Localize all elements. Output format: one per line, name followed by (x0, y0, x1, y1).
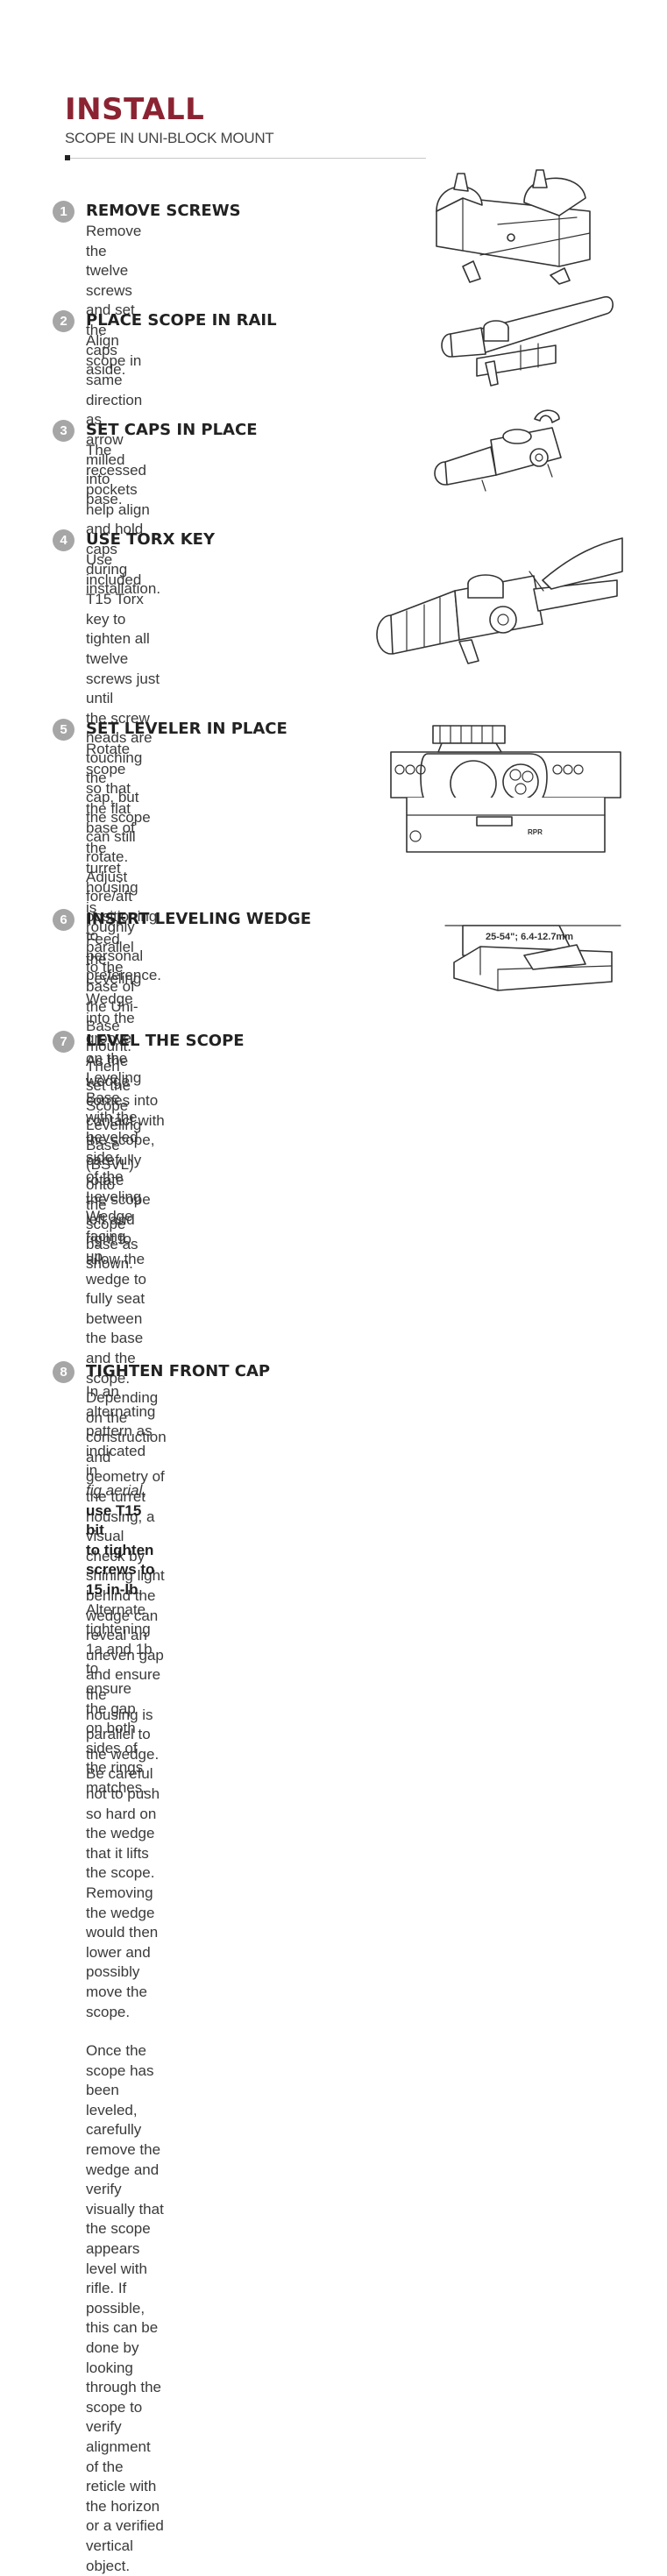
body-line: geometry of the turret housing, a visual… (86, 1468, 165, 1585)
leveler-in-place-illustration: RPR (389, 719, 622, 859)
body-line: personal preference. (86, 947, 161, 984)
body-line: Remove the twelve screws and set (86, 223, 142, 319)
caps-in-place-illustration (429, 403, 570, 492)
page-title: INSTALL (65, 92, 205, 127)
emphasis-text: to tighten screws to 15 in-lb (86, 1541, 155, 1598)
body-line: Use included T15 Torx key to (86, 551, 144, 628)
body-line: ensure the gap on both sides of the ring… (86, 1679, 146, 1796)
body-line: As the wedge comes into contact with the… (86, 1053, 165, 1189)
body-line: caps during installation. (86, 540, 161, 598)
step-number: 3 (53, 420, 75, 442)
body-line: the caps aside. (86, 321, 126, 379)
body-line: base of the turret housing is (86, 820, 138, 916)
body-line: Feed the Leveling Wedge into the groove (86, 931, 142, 1047)
body-line: Rotate scope so that the flat (86, 741, 131, 817)
step-body: In an alternating pattern as indicated i… (86, 1382, 155, 1798)
body-line: the scope left and right to allow the we… (86, 1191, 151, 1327)
step-number: 2 (53, 310, 75, 332)
step-number: 8 (53, 1361, 75, 1383)
body-line: of the reticle with the horizon or a ver… (86, 2458, 164, 2574)
body-line: roughly parallel to the base of (86, 919, 135, 996)
body-line: The recessed pockets help align and hold (86, 442, 150, 538)
step-body: Align scope in same direction as arrow m… (86, 331, 142, 509)
body-line: tighten all twelve screws just until (86, 630, 160, 707)
body-line: In an alternating pattern as indicated i… (86, 1382, 155, 1541)
step-number: 5 (53, 719, 75, 741)
body-line: cap, but the scope can still rotate. (86, 789, 151, 865)
figure-reference: fig.aerial (86, 1481, 143, 1499)
header-divider (65, 158, 426, 159)
step-body: Remove the twelve screws and set the cap… (86, 222, 141, 380)
body-line: Scope Leveling Base (BSVL) onto (86, 1096, 142, 1194)
step-title: INSERT LEVELING WEDGE (86, 910, 312, 928)
body-line: lower and possibly move the scope. (86, 1943, 151, 2020)
body-line: the Uni-Base mount. Then set the (86, 997, 138, 1095)
body-line: Adjust fore/aft positioning to (86, 868, 158, 945)
step-number: 6 (53, 909, 75, 931)
leveling-wedge-illustration: 25-54"; 6.4-12.7mm (444, 920, 621, 996)
wedge-label: 25-54"; 6.4-12.7mm (486, 932, 573, 942)
step-title: USE TORX KEY (86, 530, 216, 549)
step-body: Rotate scope so that the flat base of th… (86, 740, 141, 1274)
step-number: 1 (53, 201, 75, 223)
body-line: the scope base as shown. (86, 1196, 138, 1273)
body-line: on the Leveling Base with the beveled si… (86, 1049, 142, 1166)
body-line: the base and the scope. Depending on the… (86, 1330, 167, 1465)
body-line: Align scope in same direction as arrow (86, 332, 143, 448)
scope-in-rail-illustration (433, 293, 617, 389)
uni-block-mount-illustration (428, 163, 603, 286)
body-line: the wedge that it lifts the scope. Remov… (86, 1825, 159, 1941)
torx-key-illustration (372, 536, 623, 668)
step-body: The recessed pockets help align and hold… (86, 441, 160, 600)
step-title: REMOVE SCREWS (86, 202, 241, 220)
page-subtitle: SCOPE IN UNI-BLOCK MOUNT (65, 130, 274, 146)
step-title: SET CAPS IN PLACE (86, 421, 258, 439)
body-text: , (142, 1481, 146, 1499)
step-number: 7 (53, 1031, 75, 1053)
step-title: LEVEL THE SCOPE (86, 1032, 245, 1050)
body-line: the screw heads are touching the (86, 709, 153, 786)
step-title: SET LEVELER IN PLACE (86, 720, 287, 738)
step-number: 4 (53, 529, 75, 551)
leveler-logo: RPR (528, 828, 543, 836)
body-line: verify visually that the scope appears l… (86, 2181, 164, 2317)
header-divider-mark (65, 155, 70, 160)
step-title: PLACE SCOPE IN RAIL (86, 311, 277, 330)
step-body: Feed the Leveling Wedge into the groove … (86, 930, 141, 1267)
step-body: Use included T15 Torx key to tighten all… (86, 550, 161, 986)
body-line: of the Leveling Wedge facing up. (86, 1168, 142, 1265)
body-line: Once the scope has been leveled, careful… (86, 2042, 161, 2178)
step-title: TIGHTEN FRONT CAP (86, 1362, 271, 1380)
body-line: to tighten screws to 15 in-lb. Alternate… (86, 1541, 155, 1679)
body-line: milled into base. (86, 451, 125, 507)
body-text: In an alternating pattern as indicated i… (86, 1383, 156, 1480)
emphasis-text: use T15 bit (86, 1501, 142, 1539)
body-line: this can be done by looking through the … (86, 2319, 162, 2455)
step-paragraph: Once the scope has been leveled, careful… (86, 2041, 167, 2576)
step-body: As the wedge comes into contact with the… (86, 1052, 167, 2576)
